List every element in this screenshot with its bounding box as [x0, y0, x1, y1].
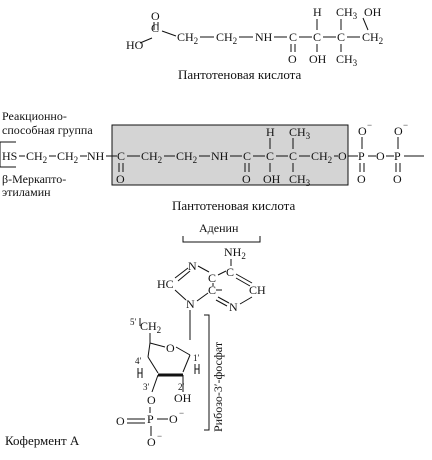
- caption-coenzyme-a: Кофермент А: [5, 433, 80, 448]
- atom-ch2-ribose: CH2: [140, 319, 161, 335]
- atom-nh: NH: [255, 30, 273, 44]
- atom-c-hydroxyl-m: C: [266, 149, 274, 163]
- label-mercapto-line1: β-Меркапто-: [2, 172, 66, 186]
- atom-hc8: HC: [157, 277, 174, 291]
- prime-3: 3′: [143, 382, 150, 392]
- atom-ch2-a: CH2: [177, 30, 198, 46]
- label-ribose-phosphate: Рибозо-3′-фосфат: [211, 341, 225, 432]
- atom-c4: C: [208, 283, 216, 297]
- atom-o-carboxyl: O: [151, 9, 160, 23]
- atom-h-m: H: [266, 125, 275, 139]
- charge-p1-top: −: [367, 120, 372, 130]
- atom-h: H: [313, 5, 322, 19]
- atom-op-right: O: [169, 412, 178, 426]
- atom-oh: OH: [309, 52, 327, 66]
- prime-4: 4′: [135, 356, 142, 366]
- coenzyme-a-main-chain: HS CH2 CH2 NH C O CH2 CH2 NH C O C H OH …: [2, 120, 424, 188]
- atom-n9: N: [186, 297, 195, 311]
- atom-p-alpha: P: [358, 149, 365, 163]
- atom-ch3-m-top: CH3: [289, 125, 311, 141]
- atom-hs: HS: [2, 149, 17, 163]
- atom-o-p2-top: O: [394, 124, 403, 138]
- atom-o-3prime: O: [147, 393, 156, 407]
- atom-ch2-mb: CH2: [57, 149, 78, 165]
- atom-ch2-me: CH2: [311, 149, 332, 165]
- atom-p-ribose: P: [147, 412, 154, 426]
- atom-c-amide-m: C: [243, 149, 251, 163]
- label-reactive-group-line2: способная группа: [2, 123, 93, 137]
- atom-ch2-b: CH2: [216, 30, 237, 46]
- atom-o-ring: O: [166, 341, 175, 355]
- atom-ch3-m-bottom: CH3: [289, 172, 311, 188]
- ribose-structure: 5′ CH2 O 4′ 1′ 3′ 2′ OH O P O O −: [116, 317, 200, 449]
- atom-o-m1: O: [116, 172, 125, 186]
- atom-ch2-ma: CH2: [26, 149, 47, 165]
- label-reactive-group-line1: Реакционно-: [2, 109, 67, 123]
- caption-pantothenic-acid-mid: Пантотеновая кислота: [172, 198, 296, 213]
- charge-p2-top: −: [403, 120, 408, 130]
- charge-op-bottom: −: [157, 431, 162, 441]
- atom-c-amide: C: [289, 30, 297, 44]
- atom-o-bridge: O: [376, 149, 385, 163]
- atom-op-left: O: [116, 414, 125, 428]
- atom-c-quaternary-m: C: [289, 149, 297, 163]
- label-mercapto-line2: этиламин: [2, 185, 51, 199]
- atom-oh-m: OH: [263, 172, 281, 186]
- atom-ch2-c: CH2: [362, 30, 383, 46]
- atom-nh-m1: NH: [87, 149, 105, 163]
- atom-n7: N: [188, 259, 197, 273]
- prime-1: 1′: [193, 353, 200, 363]
- atom-c6: C: [226, 265, 234, 279]
- atom-ho: HO: [126, 38, 144, 52]
- atom-o-m2: O: [242, 172, 251, 186]
- atom-ch2-mc: CH2: [141, 149, 162, 165]
- prime-5: 5′: [130, 317, 137, 327]
- adenine-structure: NH2 C CH N C C N HC N: [157, 245, 266, 340]
- atom-ch3-bottom: CH3: [336, 52, 358, 68]
- atom-oh-2prime: OH: [174, 391, 192, 405]
- atom-c-thioester: C: [117, 149, 125, 163]
- atom-p-beta: P: [394, 149, 401, 163]
- atom-ch2-md: CH2: [176, 149, 197, 165]
- atom-oh-terminal: OH: [364, 5, 382, 19]
- caption-adenine: Аденин: [199, 221, 239, 235]
- atom-c-carboxyl: C: [151, 21, 159, 35]
- atom-o-ester: O: [338, 149, 347, 163]
- atom-o-amide: O: [288, 52, 297, 66]
- prime-2: 2′: [178, 382, 185, 392]
- atom-nh2-adenine: NH2: [224, 245, 246, 261]
- atom-c-quaternary: C: [337, 30, 345, 44]
- charge-op-right: −: [179, 408, 184, 418]
- atom-c-hydroxyl: C: [313, 30, 321, 44]
- atom-nh-m2: NH: [211, 149, 229, 163]
- pantothenic-acid-structure: HO C O CH2 CH2 NH C O C H OH C CH3 CH3 C…: [126, 5, 383, 68]
- atom-ch2-ring: CH: [249, 283, 266, 297]
- atom-o-p2-bottom: O: [393, 172, 402, 186]
- atom-op-bottom: O: [147, 435, 156, 449]
- atom-o-p1-bottom: O: [357, 172, 366, 186]
- caption-pantothenic-acid-top: Пантотеновая кислота: [178, 67, 302, 82]
- atom-o-p1-top: O: [358, 124, 367, 138]
- atom-n3: N: [229, 300, 238, 314]
- atom-ch3-top: CH3: [336, 5, 358, 21]
- pantothenic-acid-box: [111, 124, 349, 186]
- atom-c5: C: [208, 271, 216, 285]
